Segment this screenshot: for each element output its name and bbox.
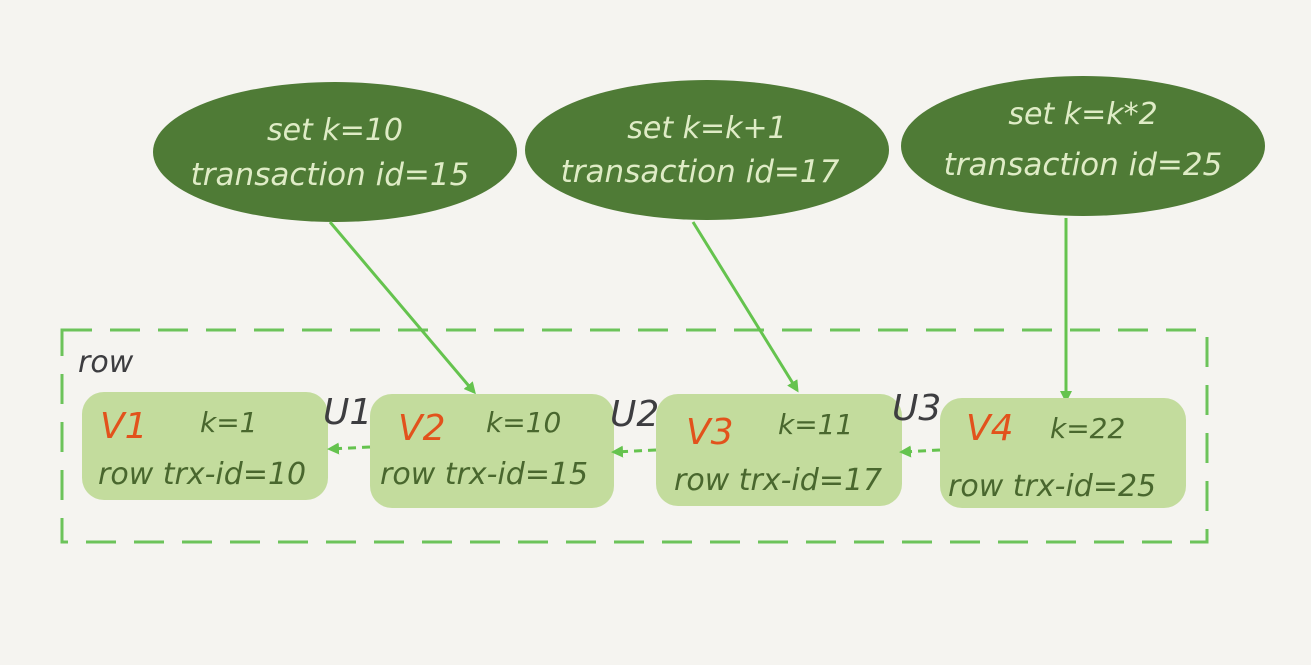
update-1-arrow [328,221,476,395]
undo-arrow-1 [327,442,371,455]
update-1-transaction: transaction id=15 [191,157,470,193]
update-ellipse-2: set k=k+1 transaction id=17 [525,80,889,220]
update-1-statement: set k=10 [267,113,403,148]
update-ellipse-3: set k=k*2 transaction id=25 [901,76,1265,216]
version-box-3: V3 k=11 row trx-id=17 [656,394,902,506]
version-2-value: k=10 [486,406,561,439]
version-3-value: k=11 [778,408,853,441]
undo-arrow-3 [899,445,941,458]
update-2-transaction: transaction id=17 [561,154,840,190]
undo-arrow-2 [611,445,657,458]
update-2-arrow [691,221,799,393]
undo-label-1: U1 [323,392,372,433]
version-3-trx-id: row trx-id=17 [674,463,882,498]
undo-label-3: U3 [892,388,941,429]
version-box-2: V2 k=10 row trx-id=15 [370,394,614,508]
update-2-statement: set k=k+1 [627,111,787,146]
version-2-label: V2 [398,408,446,449]
version-1-value: k=1 [200,406,258,439]
version-1-trx-id: row trx-id=10 [98,457,306,492]
version-4-value: k=22 [1050,412,1125,445]
update-ellipse-1: set k=10 transaction id=15 [153,82,517,222]
version-3-label: V3 [686,412,734,453]
version-4-label: V4 [966,408,1014,449]
version-2-trx-id: row trx-id=15 [380,457,588,492]
version-box-4: V4 k=22 row trx-id=25 [940,398,1186,508]
version-1-label: V1 [100,406,148,447]
update-3-transaction: transaction id=25 [944,147,1223,183]
version-box-1: V1 k=1 row trx-id=10 [82,392,328,500]
row-container [60,328,1209,544]
version-4-trx-id: row trx-id=25 [948,469,1156,504]
undo-label-2: U2 [610,394,659,435]
row-container-label: row [78,345,134,380]
update-3-statement: set k=k*2 [1008,97,1157,132]
